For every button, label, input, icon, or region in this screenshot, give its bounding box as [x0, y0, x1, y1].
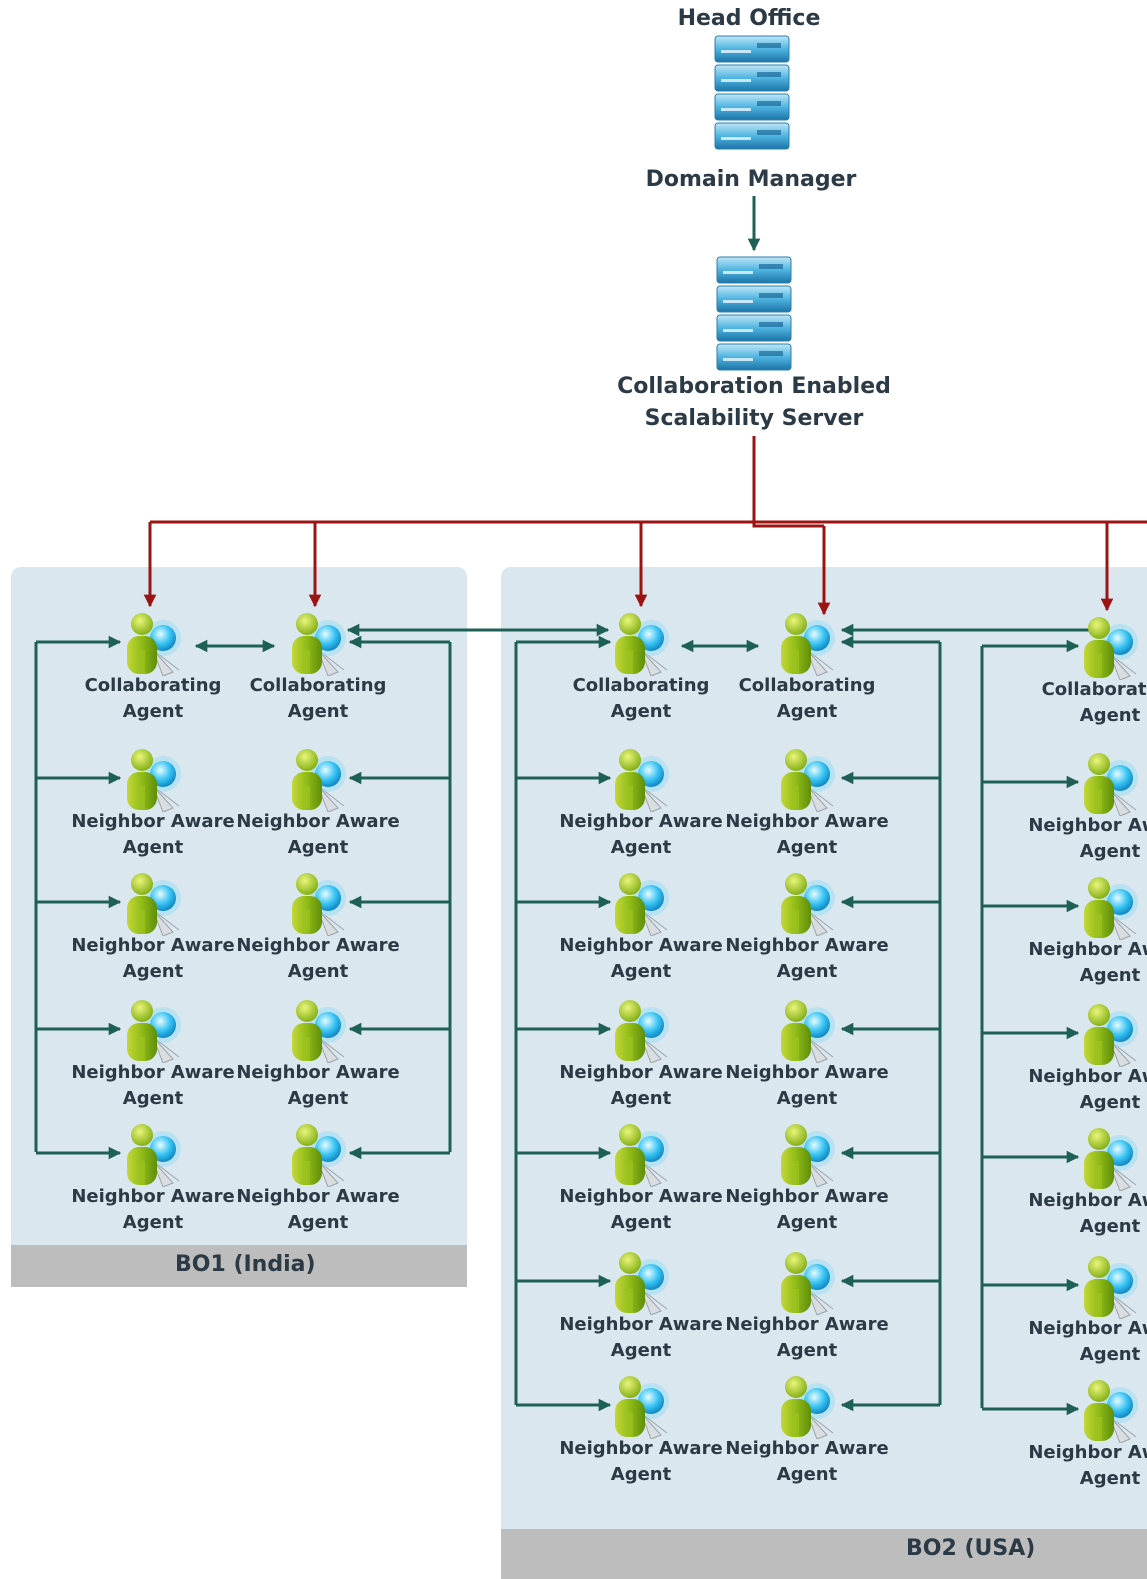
agent-user-icon — [288, 1121, 350, 1188]
agent-user-icon — [611, 997, 673, 1064]
agent-user-icon — [611, 746, 673, 813]
scalability-server-label-line2: Scalability Server — [644, 406, 864, 431]
agent-user-icon — [288, 997, 350, 1064]
agent-user-icon — [777, 997, 839, 1064]
agent-user-icon — [1080, 614, 1142, 681]
scalability-server-label-line1: Collaboration Enabled — [617, 374, 891, 399]
region-bo2-bar — [501, 1529, 1147, 1579]
agent-user-icon — [1080, 1377, 1142, 1444]
head-office-title: Head Office — [677, 6, 821, 31]
region-bo1-label: BO1 (India) — [175, 1252, 316, 1277]
agent-user-icon — [123, 997, 185, 1064]
server-rack-icon — [713, 34, 791, 152]
region-bo2 — [501, 567, 1147, 1529]
agent-user-icon — [777, 870, 839, 937]
agent-user-icon — [777, 1249, 839, 1316]
agent-user-icon — [288, 746, 350, 813]
agent-user-icon — [777, 1121, 839, 1188]
agent-user-icon — [777, 610, 839, 677]
agent-user-icon — [123, 610, 185, 677]
agent-user-icon — [611, 870, 673, 937]
agent-user-icon — [1080, 1001, 1142, 1068]
agent-user-icon — [611, 1373, 673, 1440]
agent-user-icon — [1080, 1253, 1142, 1320]
region-bo1 — [11, 567, 467, 1245]
agent-user-icon — [777, 1373, 839, 1440]
domain-manager-label: Domain Manager — [645, 167, 857, 192]
agent-user-icon — [288, 870, 350, 937]
agent-user-icon — [611, 610, 673, 677]
agent-user-icon — [611, 1121, 673, 1188]
agent-user-icon — [1080, 874, 1142, 941]
agent-user-icon — [777, 746, 839, 813]
agent-user-icon — [288, 610, 350, 677]
agent-user-icon — [1080, 750, 1142, 817]
agent-user-icon — [611, 1249, 673, 1316]
agent-user-icon — [1080, 1125, 1142, 1192]
region-bo2-label: BO2 (USA) — [906, 1536, 1036, 1561]
agent-user-icon — [123, 746, 185, 813]
agent-user-icon — [123, 870, 185, 937]
server-rack-icon — [715, 255, 793, 373]
region-bo1-bar — [11, 1245, 467, 1287]
agent-user-icon — [123, 1121, 185, 1188]
